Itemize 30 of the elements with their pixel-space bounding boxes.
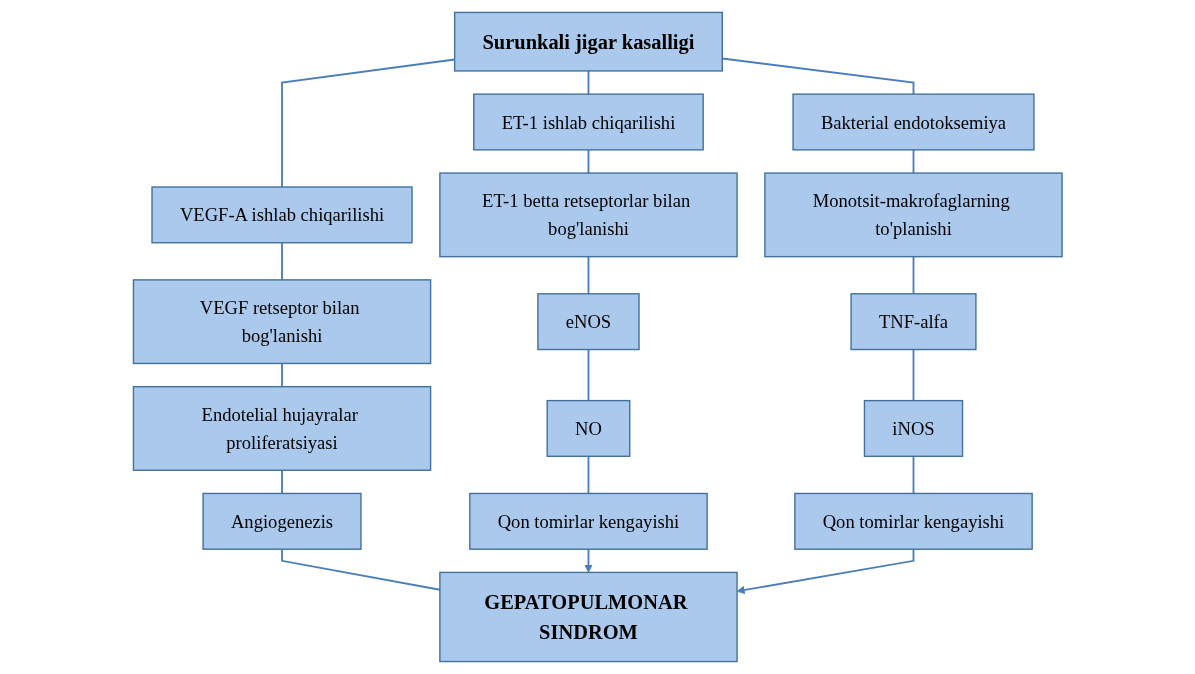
connector — [912, 348, 915, 402]
node-box: NO — [546, 399, 631, 457]
node-box: Endotelial hujayralar proliferatsiyasi — [132, 385, 432, 471]
arrow — [584, 548, 593, 573]
connector — [280, 241, 283, 281]
connector — [280, 362, 283, 388]
node-box: ET-1 betta retseptorlar bilan bog'lanishi — [438, 172, 738, 258]
node-box: Bakterial endotoksemiya — [792, 93, 1035, 151]
connector — [587, 255, 590, 295]
connector — [587, 348, 590, 402]
node-box: Qon tomirlar kengayishi — [793, 492, 1033, 550]
connector — [587, 455, 590, 495]
connector — [587, 148, 590, 174]
node-box: iNOS — [863, 399, 963, 457]
connector — [912, 255, 915, 295]
connector — [280, 469, 283, 495]
node-box: Surunkali jigar kasalligi — [453, 11, 723, 72]
arrow — [736, 548, 915, 595]
connector — [912, 148, 915, 174]
connector — [912, 455, 915, 495]
connector — [587, 70, 590, 96]
node-box: GEPATOPULMONAR SINDROM — [438, 571, 738, 663]
node-box: ET-1 ishlab chiqarilishi — [472, 93, 704, 151]
node-box: Angiogenezis — [202, 492, 362, 550]
node-box: eNOS — [536, 293, 640, 351]
node-box: TNF-alfa — [850, 293, 977, 351]
node-box: Qon tomirlar kengayishi — [468, 492, 708, 550]
node-box: Monotsit-makrofaglarning to'planishi — [763, 172, 1063, 258]
node-box: VEGF retseptor bilan bog'lanishi — [132, 279, 432, 365]
node-box: VEGF-A ishlab chiqarilishi — [151, 186, 413, 244]
